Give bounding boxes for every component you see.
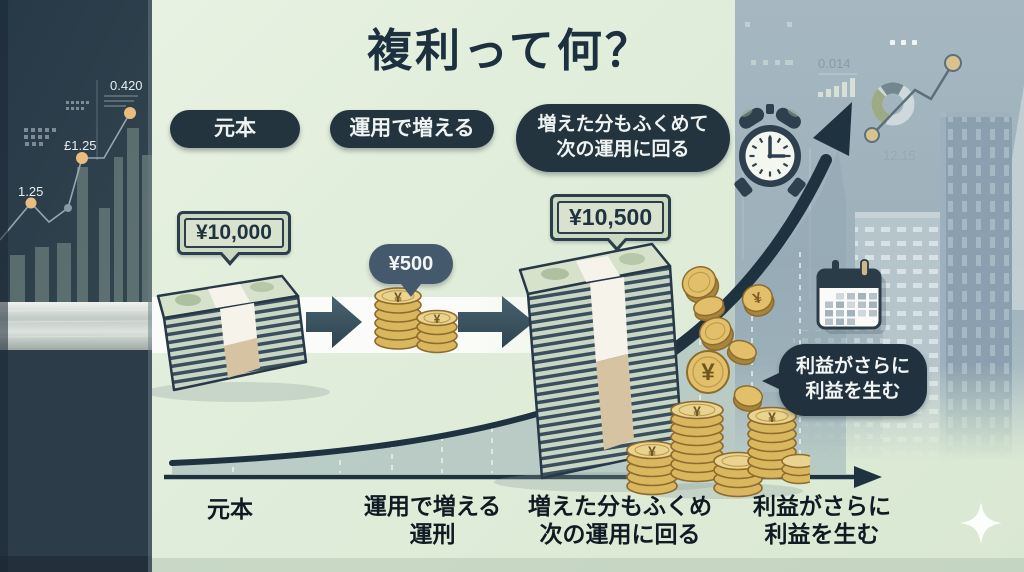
flow-arrow-1 (306, 296, 362, 348)
svg-text:¥: ¥ (768, 409, 776, 425)
step-label-text: 増えた分もふくめて (537, 114, 709, 136)
amount-tag-principal: ¥10,000 (177, 211, 291, 266)
dot-decoration (890, 40, 917, 45)
step-label-text: 元本 (214, 117, 256, 141)
step-label-growth: 運用で増える (330, 110, 494, 148)
axis-label-text: 運用で増える (363, 493, 502, 519)
yen-coin-large: ¥ (686, 350, 730, 394)
svg-text:¥: ¥ (648, 443, 656, 459)
axis-label-text: 元本 (207, 496, 253, 522)
page-title: 複利って何？ (367, 26, 653, 76)
x-axis-arrow-head (854, 466, 882, 488)
bottom-edge-strip (152, 558, 1024, 572)
decor-value: 0.014 (818, 56, 851, 71)
svg-text:¥: ¥ (394, 289, 402, 305)
decor-value: 12.15 (883, 148, 916, 163)
calendar-icon (816, 259, 886, 334)
left-chart-panel: 0.420 £1.25 1.25 (0, 0, 152, 572)
tag-pointer (218, 251, 242, 266)
mini-bar-chart-icon (818, 78, 855, 97)
coin-stack-icon: ¥ ¥ (626, 400, 810, 498)
calendar-grid (825, 293, 877, 325)
decor-bar-chart (10, 128, 152, 302)
dot-decoration (745, 22, 793, 65)
decor-value: 0.420 (110, 78, 143, 93)
amount-bubble-gain: ¥500 (369, 244, 453, 297)
amount-text: ¥10,500 (557, 201, 665, 234)
line-chart-icon (864, 54, 962, 143)
money-illustrations: ¥ ¥ (150, 242, 810, 499)
axis-label-text: 次の運用に回る (539, 521, 701, 548)
amount-text: ¥500 (388, 253, 434, 275)
svg-text:¥: ¥ (434, 312, 441, 326)
bubble-text: 利益を生む (805, 381, 901, 402)
axis-label-text: 利益がさらに (753, 493, 891, 519)
svg-text:¥: ¥ (701, 359, 715, 386)
axis-label-text: 増えた分もふくめ (528, 493, 712, 519)
silver-band (0, 302, 152, 350)
axis-label-principal: 元本 (160, 495, 300, 523)
amount-text: ¥10,000 (184, 218, 284, 248)
axis-label-reinvest: 増えた分もふくめ 次の運用に回る (518, 492, 722, 548)
decor-line-chart (0, 107, 136, 241)
step-label-text: 運用で増える (349, 117, 475, 141)
step-label-reinvest: 増えた分もふくめて 次の運用に回る (516, 104, 730, 172)
money-stack-tall-icon (518, 242, 684, 480)
bubble-text: 利益がさらに (795, 356, 910, 378)
flow-arrow-2 (458, 296, 534, 348)
tag-pointer (605, 237, 629, 252)
amount-tag-total: ¥10,500 (550, 194, 672, 252)
growth-arrow-head (813, 102, 852, 156)
axis-label-compound: 利益がさらに 利益を生む (730, 492, 914, 548)
decor-text-lines (104, 95, 138, 107)
step-label-text: 次の運用に回る (556, 139, 690, 160)
growth-curve (169, 399, 578, 466)
dot-decoration (24, 101, 89, 146)
axis-label-text: 利益を生む (764, 521, 880, 548)
alarm-clock-icon (734, 104, 806, 197)
coin-stack-icon: ¥ ¥ (374, 287, 458, 354)
svg-text:¥: ¥ (693, 403, 701, 419)
profit-speech-bubble: 利益がさらに 利益を生む (762, 344, 927, 416)
sparkle-icon (960, 502, 1002, 544)
axis-label-text: 運刑 (409, 521, 456, 548)
money-stack-icon (156, 274, 308, 392)
decor-value: £1.25 (64, 138, 97, 153)
axis-label-growth: 運用で増える 運刑 (340, 492, 525, 548)
step-label-principal: 元本 (170, 110, 300, 148)
decor-value: 1.25 (18, 184, 43, 199)
falling-coins-icon: ¥ ¥ (681, 266, 775, 412)
